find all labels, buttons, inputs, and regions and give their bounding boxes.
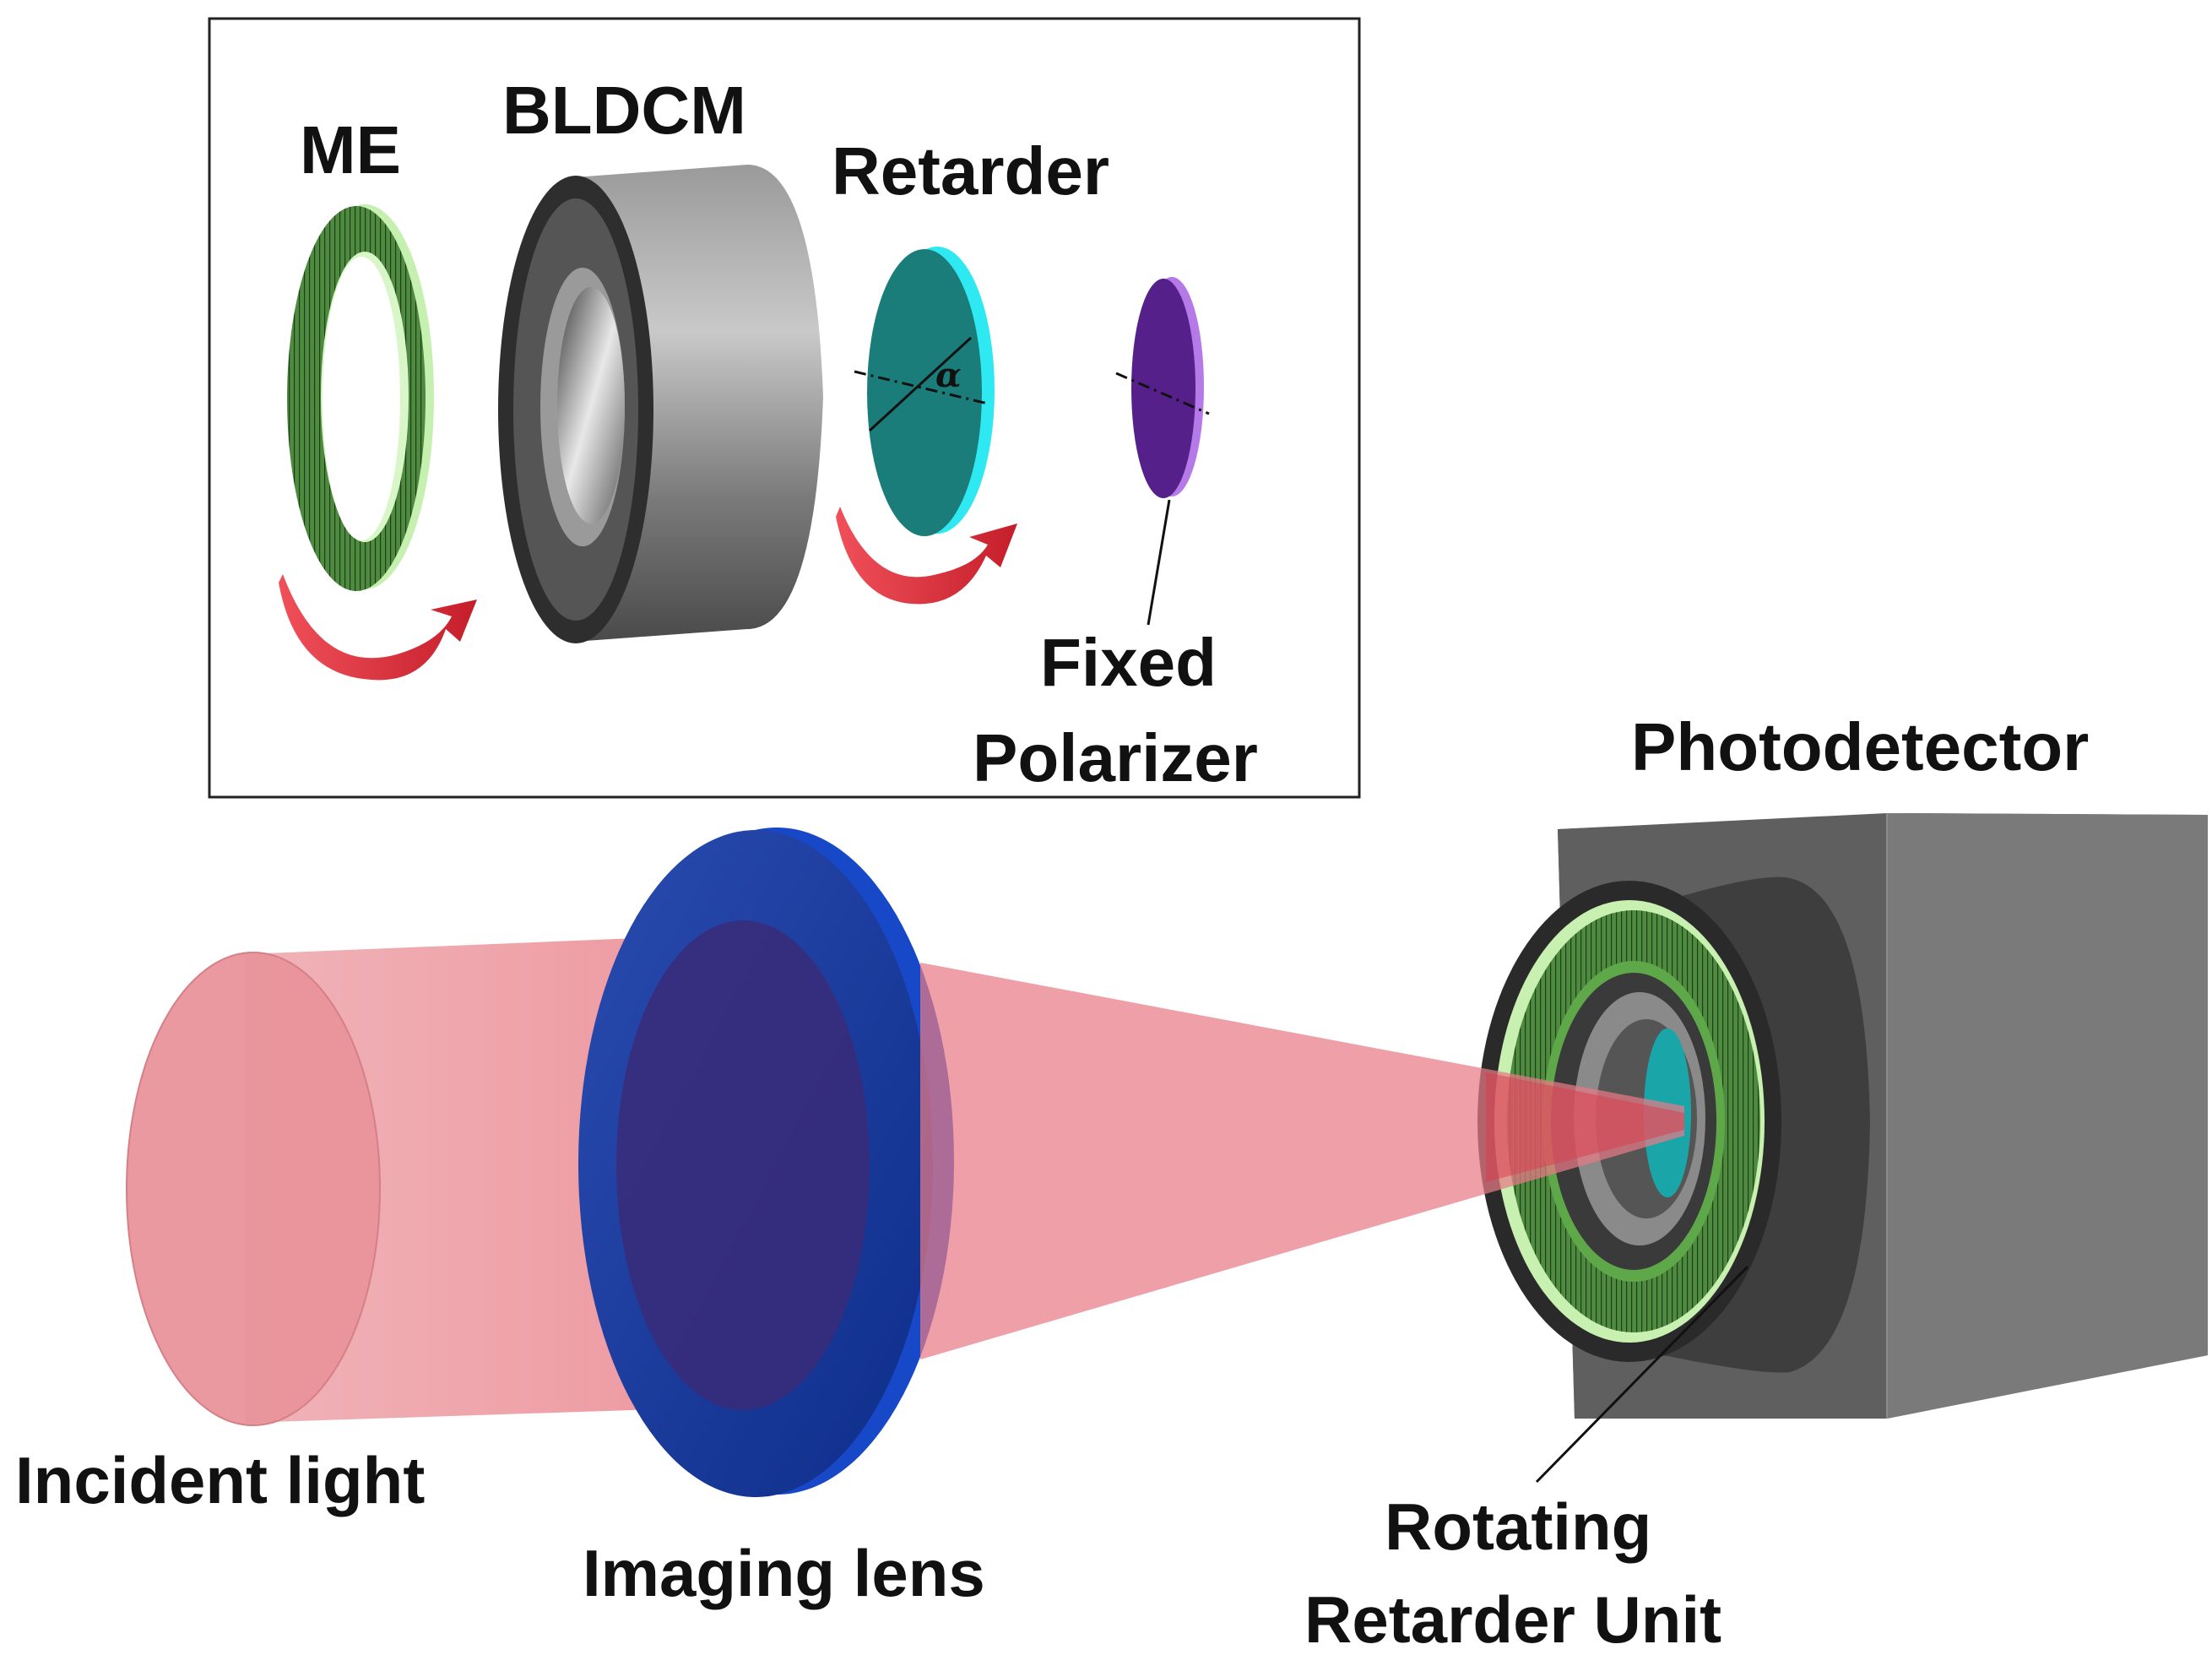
rotating-label: Rotating [1385,1490,1651,1564]
bldcm-motor [498,165,823,643]
beam-focus-core [1486,1072,1684,1182]
alpha-label: α [935,355,962,395]
me-encoder-ring [287,204,434,591]
polarizer-leader-line [1147,499,1171,626]
retarder-unit-leader-line [1535,1265,1749,1484]
fixed-polarizer [1115,277,1210,626]
me-rotation-arrow [279,574,477,681]
retarder-disk [854,247,995,536]
bldcm-label: BLDCM [502,73,746,148]
photodetector-label: Photodetector [1631,709,2089,784]
imaging-lens [578,828,954,1497]
inset-panel: ME BLDCM Retarder α Fixed Polarizer [208,17,1361,799]
fixed-label: Fixed [1040,625,1217,700]
polarizer-label: Polarizer [973,720,1258,795]
incident-light-label: Incident light [15,1443,425,1517]
retarder-rotation-arrow [836,507,1017,605]
retarder-unit-label: Retarder Unit [1304,1582,1721,1655]
me-label: ME [300,112,401,187]
converging-beam [920,963,1684,1359]
retarder-label: Retarder [832,133,1109,209]
imaging-lens-label: Imaging lens [583,1536,985,1610]
